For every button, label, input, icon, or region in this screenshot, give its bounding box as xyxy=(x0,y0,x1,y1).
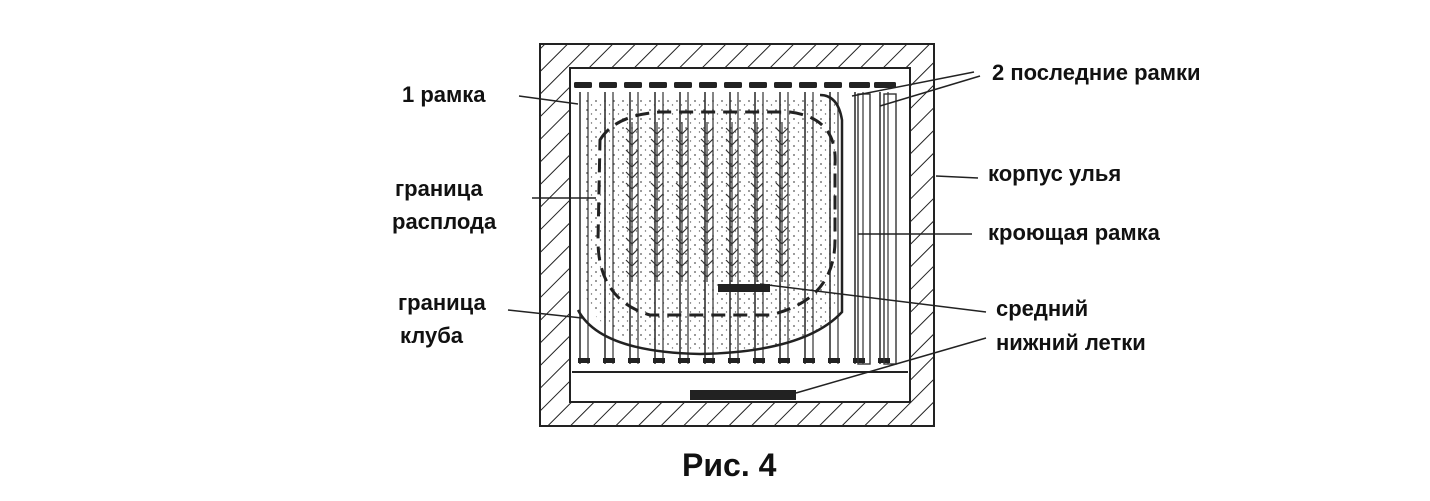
frame-bottom-bar xyxy=(678,358,690,363)
frame-top-bars xyxy=(574,82,896,88)
label-lower-entrance: нижний летки xyxy=(996,330,1146,355)
frame-top-bar xyxy=(774,82,792,88)
frame-top-bar xyxy=(878,82,896,88)
frame-top-bar xyxy=(749,82,767,88)
cluster-border-line xyxy=(576,93,844,356)
frame-top-bar xyxy=(674,82,692,88)
lower-entrance-block xyxy=(690,390,796,400)
frame-bottom-bar xyxy=(828,358,840,363)
label-last-frames: 2 последние рамки xyxy=(992,60,1201,85)
frame-bottom-bar xyxy=(728,358,740,363)
brood-border-line xyxy=(596,110,837,317)
frame-top-bar xyxy=(699,82,717,88)
last-frame xyxy=(857,93,871,365)
pointer-lines xyxy=(507,71,987,394)
label-frame-1: 1 рамка xyxy=(402,82,486,107)
frame-top-bar xyxy=(799,82,817,88)
label-brood-border-line2: расплода xyxy=(392,209,497,234)
cluster-area xyxy=(585,98,838,352)
frames xyxy=(578,92,897,365)
frame-bottom-bar xyxy=(703,358,715,363)
frame-top-bar xyxy=(852,82,870,88)
last-frame xyxy=(883,93,897,365)
frame-top-bar xyxy=(599,82,617,88)
frame-bottom-bar xyxy=(653,358,665,363)
frame-top-bar xyxy=(724,82,742,88)
hive-body-walls xyxy=(539,43,935,427)
frame-top-bar xyxy=(649,82,667,88)
frame-top-bar xyxy=(624,82,642,88)
figure-caption: Рис. 4 xyxy=(682,447,777,483)
frame-top-bar xyxy=(574,82,592,88)
middle-entrance-block xyxy=(718,284,770,292)
label-brood-border-line1: граница xyxy=(395,176,483,201)
label-cover-frame: кроющая рамка xyxy=(988,220,1160,245)
frame-top-bar xyxy=(824,82,842,88)
label-middle: средний xyxy=(996,296,1089,321)
frame-bottom-bar xyxy=(603,358,615,363)
frame-bottom-bar xyxy=(753,358,765,363)
frame-bottom-bar xyxy=(853,358,865,363)
label-cluster-border-line2: клуба xyxy=(400,323,464,348)
frame-bottom-bar xyxy=(628,358,640,363)
frame-bottom-bar xyxy=(803,358,815,363)
frame-bottom-bar xyxy=(578,358,590,363)
label-cluster-border-line1: граница xyxy=(398,290,486,315)
label-hive-body: корпус улья xyxy=(988,161,1122,186)
brood-pattern xyxy=(625,122,789,282)
frame-bottom-bar xyxy=(778,358,790,363)
